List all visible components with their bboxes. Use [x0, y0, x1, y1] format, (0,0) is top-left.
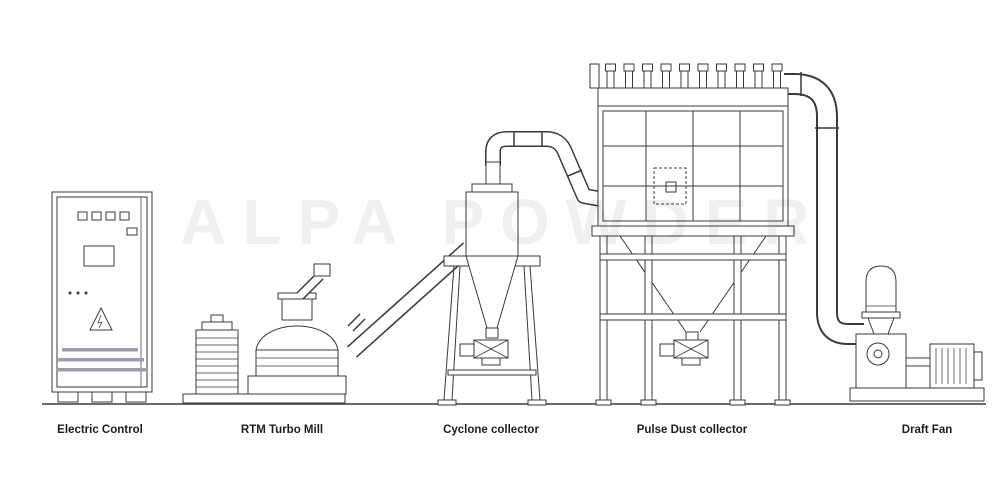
label-pulse-dust-collector: Pulse Dust collector [636, 424, 748, 436]
mill-motor [195, 329, 239, 395]
stand-foot [527, 399, 547, 406]
nameplate-text-line [58, 358, 144, 362]
display-panel [83, 245, 115, 267]
support-beam [599, 313, 787, 321]
switch [126, 227, 138, 236]
fan-base [849, 387, 985, 402]
classifier-flange [277, 292, 317, 300]
rtm-turbo-mill [182, 263, 347, 404]
label-draft-fan: Draft Fan [901, 424, 953, 436]
lifting-lug [589, 63, 600, 89]
warning-triangle-icon [89, 306, 113, 331]
rotary-valve-motor [659, 343, 675, 357]
stand-leg [529, 265, 541, 401]
stand-crossbar [447, 369, 537, 376]
duct-flange [567, 169, 583, 177]
valve-discharge [681, 357, 701, 366]
casing-bottom-rim [591, 225, 795, 237]
cabinet-body [51, 191, 153, 393]
lightning-bolt-icon [97, 314, 103, 329]
duct-flange [347, 313, 361, 327]
leg-foot [595, 399, 612, 406]
stand-leg [523, 265, 533, 401]
button-dot [76, 291, 80, 295]
duct-cyclone-to-collector [485, 131, 603, 207]
label-cyclone-collector: Cyclone collector [443, 424, 539, 436]
valve-discharge [481, 357, 501, 366]
silencer-flange [861, 311, 901, 319]
cyclone-collector [437, 161, 547, 406]
mill-dome [255, 325, 339, 351]
cabinet-foot [57, 391, 79, 403]
feed-hopper [313, 263, 331, 277]
stand-leg [451, 265, 461, 401]
button-dot [84, 291, 88, 295]
mill-mid-housing [255, 349, 339, 377]
motor-terminal-box [210, 314, 224, 323]
nameplate-text-line [56, 368, 146, 372]
door-handle [665, 181, 677, 193]
leg-foot [729, 399, 746, 406]
duct-flange [352, 318, 366, 332]
label-electric-control: Electric Control [57, 424, 143, 436]
cyclone-top-cap [471, 183, 513, 193]
cabinet-foot [125, 391, 147, 403]
cyclone-cone [465, 255, 519, 329]
support-beam [599, 253, 787, 261]
rotary-valve-motor [459, 343, 475, 357]
cabinet-door [56, 196, 148, 388]
stand-leg [443, 265, 455, 401]
fan-housing [855, 333, 907, 389]
cabinet-foot [91, 391, 113, 403]
duct-collector-to-fan [783, 72, 864, 345]
cyclone-vortex-finder [485, 161, 501, 185]
motor-end-cap [973, 351, 983, 381]
draft-fan [849, 265, 985, 402]
cyclone-dipleg [485, 327, 499, 339]
electric-control-cabinet [51, 191, 153, 403]
label-rtm-turbo-mill: RTM Turbo Mill [240, 424, 324, 436]
clean-air-header [597, 87, 789, 107]
pulse-dust-collector [589, 63, 795, 406]
cyclone-barrel [465, 191, 519, 257]
leg-foot [640, 399, 657, 406]
hopper-dipleg [685, 331, 699, 341]
indicator-lamp [119, 211, 130, 221]
access-door [653, 167, 687, 205]
indicator-lamp [105, 211, 116, 221]
indicator-lamp [91, 211, 102, 221]
pulse-valve-row [605, 63, 783, 89]
button-dot [68, 291, 72, 295]
nameplate-text-line [62, 348, 138, 352]
silencer-cone [867, 317, 895, 335]
indicator-lamp [77, 211, 88, 221]
motor-cap [201, 321, 233, 331]
mill-classifier [281, 297, 313, 321]
mill-lower-housing [247, 375, 347, 395]
leg-foot [774, 399, 791, 406]
stand-foot [437, 399, 457, 406]
fan-shaft [905, 357, 931, 367]
fan-motor [929, 343, 975, 389]
fan-impeller [866, 342, 890, 366]
fan-hub [873, 349, 883, 359]
mill-base-plate [182, 393, 346, 404]
fan-silencer [865, 265, 897, 313]
